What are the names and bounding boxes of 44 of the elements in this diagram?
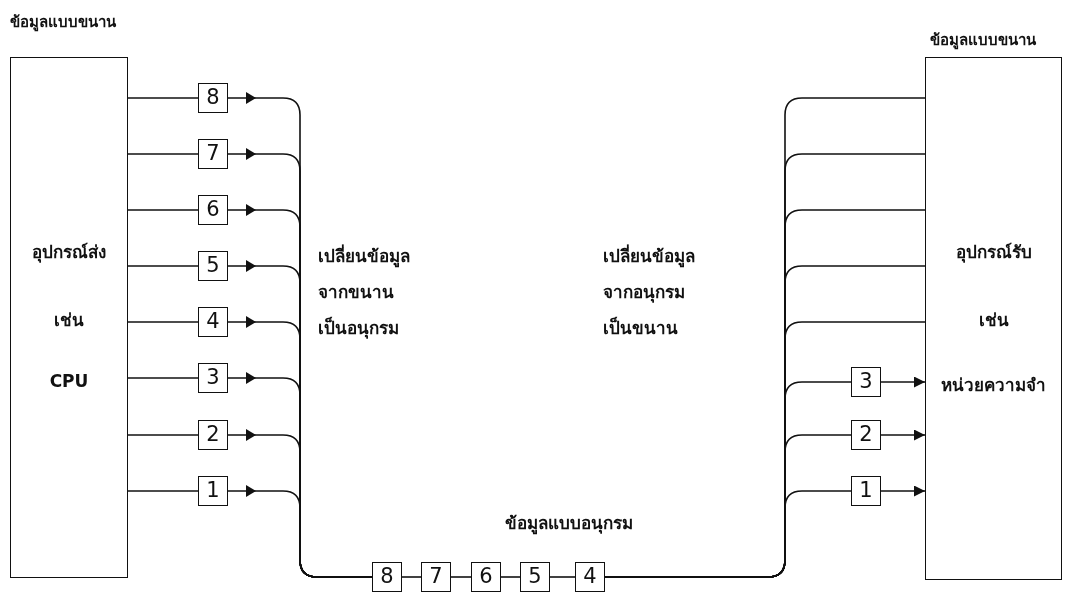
- connector-line: [401, 576, 422, 578]
- arrow: [880, 376, 926, 388]
- note: ข้อมูลแบบอนุกรม: [505, 512, 633, 534]
- connector-line: [604, 490, 852, 578]
- bit-box: 4: [575, 562, 605, 592]
- bit-box: 1: [198, 476, 228, 506]
- bit-box: 5: [198, 251, 228, 281]
- connector-line: [450, 576, 472, 578]
- connector-line: [127, 153, 199, 155]
- bit-box: 7: [421, 562, 451, 592]
- device-label: CPU: [48, 371, 90, 391]
- bit-box: 3: [851, 367, 881, 397]
- device-label: เช่น: [977, 309, 1010, 332]
- connector-line: [127, 377, 199, 379]
- bit-box: 2: [851, 420, 881, 450]
- connector-line: [500, 576, 521, 578]
- connector-line: [127, 434, 199, 436]
- arrow: [227, 485, 373, 578]
- bit-box: 8: [372, 562, 402, 592]
- connector-line: [127, 490, 199, 492]
- arrow: [880, 429, 926, 441]
- connector-line: [127, 265, 199, 267]
- device-label: หน่วยความจำ: [940, 374, 1047, 397]
- bit-box: 6: [198, 195, 228, 225]
- device-label: อุปกรณ์รับ: [954, 241, 1033, 265]
- connector-line: [127, 209, 199, 211]
- bit-box: 6: [471, 562, 501, 592]
- device-label: อุปกรณ์ส่ง: [31, 241, 107, 265]
- note: เปลี่ยนข้อมูล จากขนาน เป็นอนุกรม: [318, 243, 410, 341]
- bit-box: 7: [198, 139, 228, 169]
- heading: ข้อมูลแบบขนาน: [930, 30, 1036, 52]
- bit-box: 1: [851, 476, 881, 506]
- bit-box: 5: [520, 562, 550, 592]
- connector-line: [127, 97, 199, 99]
- bit-box: 3: [198, 363, 228, 393]
- arrow: [880, 485, 926, 497]
- bit-box: 4: [198, 307, 228, 337]
- heading: ข้อมูลแบบขนาน: [10, 12, 116, 34]
- bit-box: 2: [198, 420, 228, 450]
- connector-line: [549, 576, 576, 578]
- note: เปลี่ยนข้อมูล จากอนุกรม เป็นขนาน: [603, 243, 695, 340]
- device-label: เช่น: [53, 309, 85, 332]
- connector-line: [127, 321, 199, 323]
- bit-box: 8: [198, 83, 228, 113]
